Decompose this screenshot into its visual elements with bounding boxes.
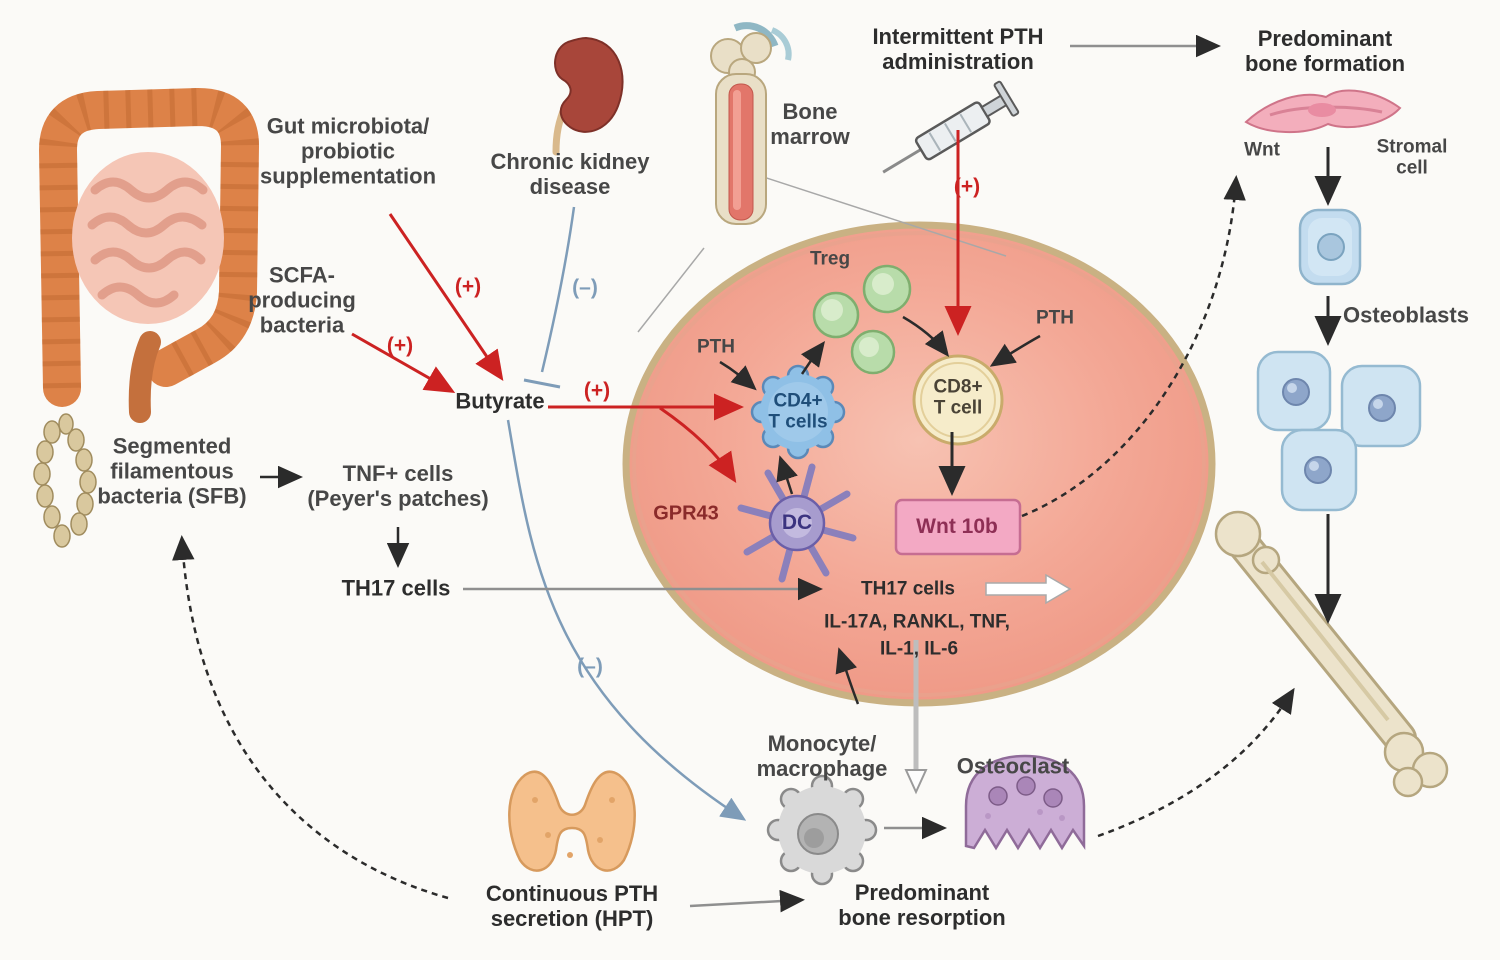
inhibition-lines xyxy=(506,206,747,821)
tnf-cells-label: TNF+ cells (Peyer's patches) xyxy=(307,461,489,511)
monocyte-icon xyxy=(766,774,878,886)
minus-sign-butyrate: (–) xyxy=(577,655,603,679)
black-arrows xyxy=(260,147,1342,705)
plus-sign-gut: (+) xyxy=(454,275,482,299)
intestine-illustration xyxy=(38,87,260,423)
continuous-pth-label: Continuous PTH secretion (HPT) xyxy=(485,881,659,931)
femur-bone-icon xyxy=(1214,510,1449,798)
intermittent-pth-label: Intermittent PTH administration xyxy=(872,24,1044,74)
monocyte-label: Monocyte/ macrophage xyxy=(756,731,888,781)
pth-right-label: PTH xyxy=(1036,307,1074,329)
gut-supplement-label: Gut microbiota/ probiotic supplementatio… xyxy=(259,113,437,189)
osteoblasts-label: Osteoblasts xyxy=(1343,302,1469,328)
sfb-bacteria-icon xyxy=(33,413,97,548)
preosteoblast-cell-icon xyxy=(1298,208,1362,286)
bone-marrow-callout-lines xyxy=(637,169,1007,333)
bone-formation-label: Predominant bone formation xyxy=(1244,26,1406,76)
minus-sign-ckd: (–) xyxy=(572,276,598,300)
osteoclastogenesis-arrow xyxy=(904,640,928,795)
osteoclast-icon xyxy=(964,754,1086,851)
stromal-cell-label: Stromal cell xyxy=(1376,136,1448,179)
th17-left-label: TH17 cells xyxy=(341,575,451,601)
gray-connectors xyxy=(463,34,1221,913)
cd4-label: CD4+ T cells xyxy=(768,390,828,433)
th17-block-arrow xyxy=(985,573,1072,605)
dc-label: DC xyxy=(781,511,813,535)
th17-inner-label: TH17 cells xyxy=(861,578,955,600)
osteoblast-cells-icon xyxy=(1256,350,1422,512)
bone-resorption-label: Predominant bone resorption xyxy=(838,880,1006,930)
stimulation-arrows xyxy=(351,130,972,484)
osteoclast-label: Osteoclast xyxy=(956,753,1070,779)
plus-sign-pth: (+) xyxy=(953,175,981,199)
treg-cells-icon xyxy=(812,264,912,375)
syringe-icon xyxy=(882,80,1020,174)
cytokines-line2: IL-1, IL-6 xyxy=(879,638,959,660)
wnt10b-box xyxy=(894,498,1022,556)
cd4-tcell-icon xyxy=(750,364,846,460)
dashed-curves xyxy=(172,175,1295,900)
plus-sign-scfa: (+) xyxy=(386,334,414,358)
bone-marrow-circle xyxy=(622,221,1216,707)
cytokines-line1: IL-17A, RANKL, TNF, xyxy=(824,611,1010,633)
sfb-label: Segmented filamentous bacteria (SFB) xyxy=(97,433,247,509)
treg-label: Treg xyxy=(809,248,851,270)
cd8-label: CD8+ T cell xyxy=(933,376,983,419)
gpr43-label: GPR43 xyxy=(653,502,719,525)
bone-marrow-icon xyxy=(710,22,792,225)
bone-marrow-label: Bone marrow xyxy=(770,99,850,149)
chronic-kidney-label: Chronic kidney disease xyxy=(490,149,650,199)
stromal-cell-icon xyxy=(1244,89,1402,133)
cd8-tcell-icon xyxy=(912,354,1004,446)
butyrate-label: Butyrate xyxy=(455,388,545,414)
wnt-label: Wnt xyxy=(1244,139,1280,161)
pth-left-label: PTH xyxy=(697,336,735,358)
dendritic-cell-icon xyxy=(737,463,857,583)
scfa-label: SCFA- producing bacteria xyxy=(248,262,356,338)
kidney-icon xyxy=(552,36,624,156)
wnt10b-label: Wnt 10b xyxy=(916,515,998,539)
parathyroid-gland-icon xyxy=(508,770,636,872)
plus-sign-butyrate: (+) xyxy=(583,379,611,403)
